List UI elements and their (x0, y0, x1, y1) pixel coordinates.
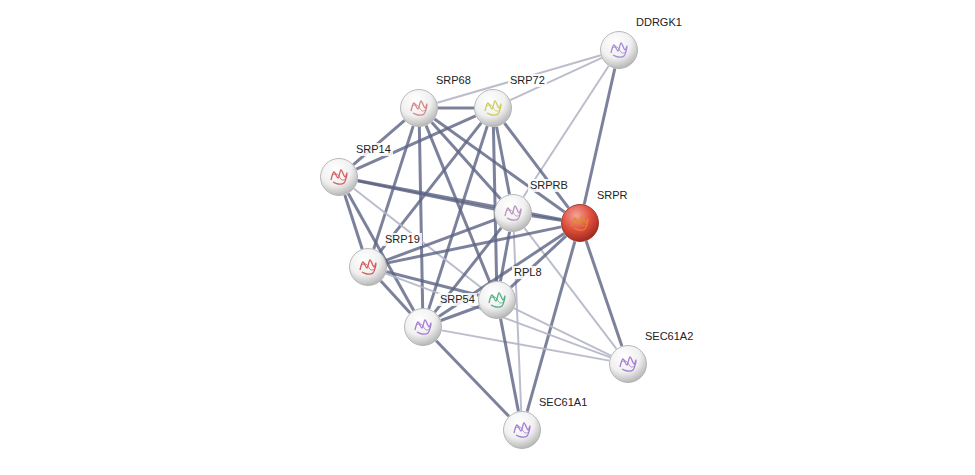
interaction-edge (386, 274, 610, 358)
node-label: SRP54 (438, 293, 477, 306)
node-label: SRP68 (434, 74, 473, 87)
interaction-edge (441, 307, 479, 321)
interaction-edge (584, 69, 615, 205)
node-sphere (320, 158, 358, 196)
interaction-edge (348, 194, 413, 311)
protein-node: SRP19 (349, 248, 387, 286)
node-label: SRP19 (383, 233, 422, 246)
interaction-edge (497, 127, 510, 195)
node-sphere (478, 281, 516, 319)
interaction-edge (381, 281, 410, 313)
node-sphere (609, 345, 647, 383)
node-label: DDRGK1 (634, 16, 684, 29)
interaction-edge (493, 127, 496, 281)
node-label: SEC61A2 (643, 330, 695, 343)
protein-node: SRPRB (494, 194, 532, 232)
node-sphere (404, 308, 442, 346)
node-label: SRP72 (508, 74, 547, 87)
protein-node: RPL8 (478, 281, 516, 319)
protein-node: SRP14 (320, 158, 358, 196)
node-sphere (349, 248, 387, 286)
node-sphere (474, 89, 512, 127)
protein-node: SRP68 (400, 89, 438, 127)
node-sphere (503, 411, 541, 449)
interaction-edge (438, 107, 474, 110)
node-label: RPL8 (512, 266, 544, 279)
node-label: SRPRB (528, 179, 570, 192)
node-sphere (600, 31, 638, 69)
interaction-edge (532, 216, 561, 220)
protein-node: DDRGK1 (600, 31, 638, 69)
node-sphere (561, 204, 599, 242)
protein-node: SRP54 (404, 308, 442, 346)
protein-node: SRPR (561, 204, 599, 242)
interaction-edge (354, 189, 482, 289)
interaction-edge (586, 241, 622, 346)
node-sphere (494, 194, 532, 232)
protein-node: SEC61A2 (609, 345, 647, 383)
node-label: SEC61A1 (537, 396, 589, 409)
node-sphere (400, 89, 438, 127)
node-label: SRPR (595, 189, 630, 202)
interaction-edge (436, 341, 509, 417)
interaction-edge (501, 319, 519, 412)
node-label: SRP14 (354, 143, 393, 156)
protein-node: SRP72 (474, 89, 512, 127)
interaction-edge (442, 330, 610, 360)
interaction-edge (514, 308, 611, 355)
protein-node: SEC61A1 (503, 411, 541, 449)
